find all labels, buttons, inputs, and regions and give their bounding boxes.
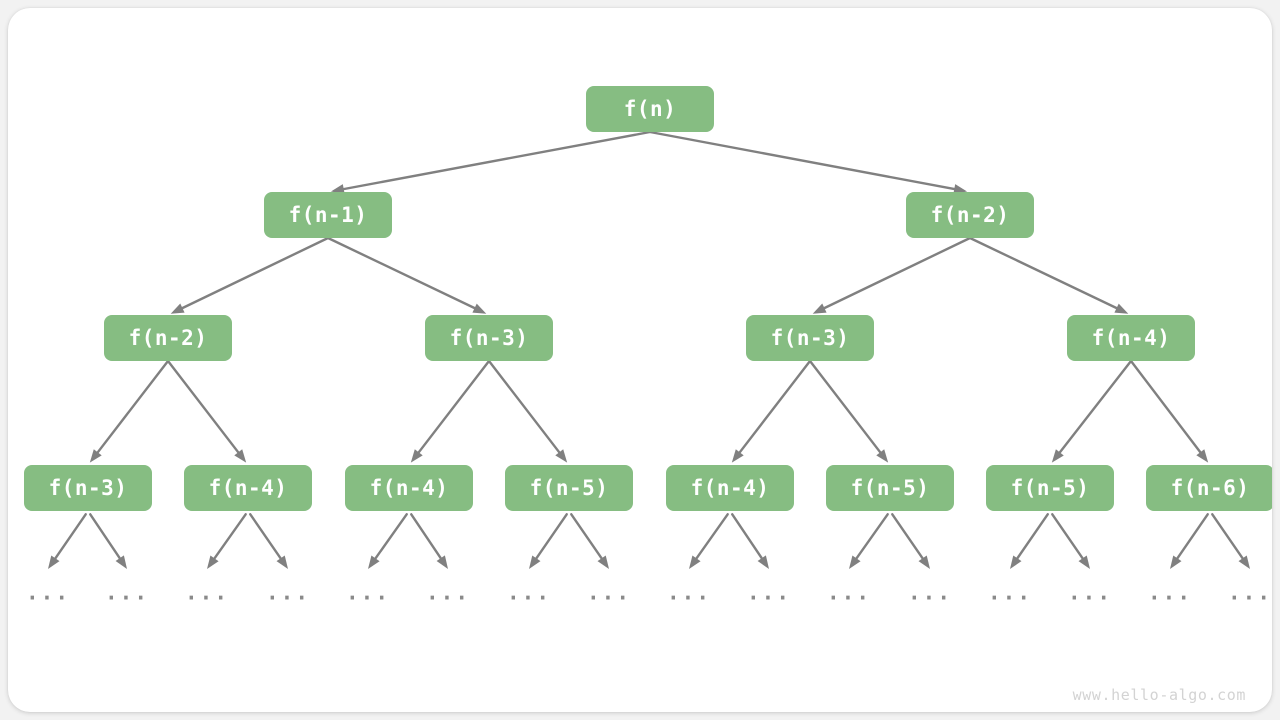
tree-node: f(n-4): [1067, 315, 1195, 361]
tree-node: f(n): [586, 86, 714, 132]
leaf-edge: [570, 513, 609, 569]
tree-node: f(n-6): [1146, 465, 1272, 511]
tree-edge: [812, 236, 972, 314]
leaf-ellipsis: ...: [747, 580, 791, 605]
tree-node: f(n-5): [826, 465, 954, 511]
tree-node: f(n-4): [184, 465, 312, 511]
leaf-ellipsis: ...: [266, 580, 310, 605]
tree-node: f(n-2): [906, 192, 1034, 238]
leaf-edge: [529, 513, 568, 569]
tree-edge: [487, 359, 568, 463]
leaf-edge: [368, 513, 408, 569]
recursion-tree-diagram: f(n) f(n-1) f(n-2) f(n-2) f(n-3) f(n-3) f(n-4)…: [8, 8, 1272, 712]
leaf-edge: [410, 513, 448, 569]
tree-node-label: f(n-3): [48, 475, 128, 500]
tree-node-label: f(n-5): [850, 475, 930, 500]
leaf-edge: [849, 513, 889, 569]
tree-node: f(n-3): [24, 465, 152, 511]
tree-node-label: f(n-5): [1010, 475, 1090, 500]
tree-node: f(n-3): [746, 315, 874, 361]
tree-edge: [170, 236, 330, 314]
tree-node: f(n-1): [264, 192, 392, 238]
leaf-edge: [731, 513, 769, 569]
tree-edge: [326, 236, 487, 314]
leaf-ellipsis: ...: [426, 580, 470, 605]
tree-edge: [1051, 359, 1133, 463]
leaf-ellipsis: ...: [507, 580, 551, 605]
leaf-edge: [689, 513, 729, 569]
leaf-edge: [48, 513, 87, 569]
leaf-edge: [89, 513, 127, 569]
leaf-ellipsis: ...: [587, 580, 631, 605]
leaf-edge: [207, 513, 247, 569]
tree-node: f(n-5): [505, 465, 633, 511]
leaf-edge: [1170, 513, 1209, 569]
leaf-edge: [891, 513, 930, 569]
tree-node: f(n-2): [104, 315, 232, 361]
watermark: www.hello-algo.com: [1072, 686, 1246, 704]
tree-edge: [1129, 359, 1209, 463]
tree-node: f(n-3): [425, 315, 553, 361]
tree-node-label: f(n-2): [128, 325, 208, 350]
tree-edge: [731, 359, 812, 463]
tree-node-label: f(n-3): [770, 325, 850, 350]
tree-node-label: f(n-4): [690, 475, 770, 500]
leaf-ellipsis: ...: [346, 580, 390, 605]
tree-node-label: f(n-6): [1170, 475, 1250, 500]
leaf-ellipsis: ...: [667, 580, 711, 605]
leaf-ellipsis: ...: [988, 580, 1032, 605]
leaf-edge: [249, 513, 288, 569]
tree-node-label: f(n-4): [369, 475, 449, 500]
tree-edge: [166, 359, 247, 463]
tree-node: f(n-4): [345, 465, 473, 511]
leaf-ellipsis: ...: [26, 580, 70, 605]
tree-node-label: f(n-5): [529, 475, 609, 500]
leaf-ellipsis: ...: [1228, 580, 1272, 605]
tree-edge: [89, 359, 170, 463]
leaf-ellipsis: ...: [105, 580, 149, 605]
leaf-edge: [1010, 513, 1049, 569]
leaf-ellipsis: ...: [908, 580, 952, 605]
leaf-edge: [1051, 513, 1090, 569]
tree-node-label: f(n-1): [288, 202, 368, 227]
tree-edge: [410, 359, 491, 463]
diagram-card: f(n) f(n-1) f(n-2) f(n-2) f(n-3) f(n-3) f(n-4)…: [8, 8, 1272, 712]
tree-edge: [968, 236, 1129, 314]
tree-node-label: f(n-4): [208, 475, 288, 500]
tree-edge: [808, 359, 889, 463]
leaf-ellipsis: ...: [1068, 580, 1112, 605]
leaf-ellipsis: ...: [827, 580, 871, 605]
tree-node-label: f(n-4): [1091, 325, 1171, 350]
leaf-edge: [1211, 513, 1250, 569]
tree-edge: [648, 130, 968, 194]
tree-node: f(n-4): [666, 465, 794, 511]
leaf-ellipsis: ...: [1148, 580, 1192, 605]
tree-node: f(n-5): [986, 465, 1114, 511]
tree-node-label: f(n): [623, 96, 677, 121]
tree-node-label: f(n-3): [449, 325, 529, 350]
tree-node-label: f(n-2): [930, 202, 1010, 227]
tree-edge: [330, 130, 652, 194]
leaf-ellipsis: ...: [185, 580, 229, 605]
